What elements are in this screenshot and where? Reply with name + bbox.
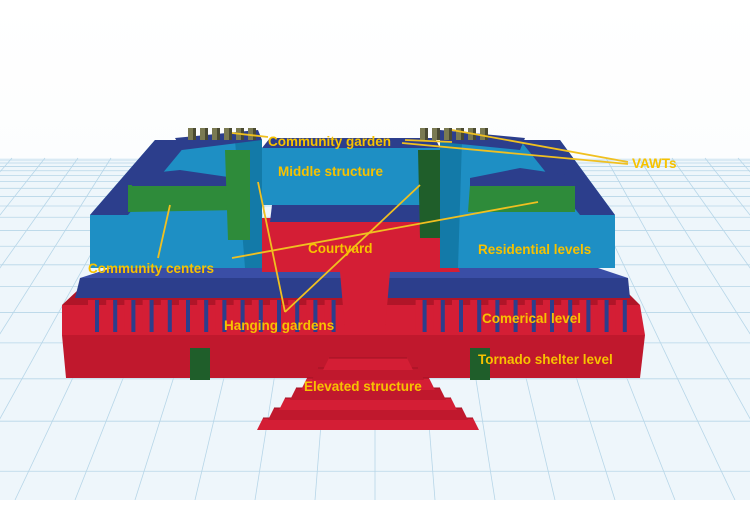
label-courtyard: Courtyard [308, 241, 373, 256]
leader-hanging-garden-right [284, 184, 421, 313]
label-elevated-structure: Elevated structure [304, 379, 422, 394]
left-community-center [128, 185, 240, 212]
label-comerical-level: Comerical level [482, 311, 581, 326]
label-community-centers: Community centers [88, 261, 214, 276]
diagram-labels: Community garden VAWTs Middle structure … [88, 134, 677, 394]
leader-lines [157, 129, 629, 313]
label-middle-structure: Middle structure [278, 164, 384, 179]
right-hanging-garden [418, 150, 440, 238]
label-hanging-gardens: Hanging gardens [224, 318, 334, 333]
leader-vawt-upper [451, 129, 629, 163]
courtyard-floor [262, 218, 460, 272]
shelter-door-left [190, 348, 210, 380]
leader-community-garden-left [231, 132, 269, 138]
leader-community-garden-right [404, 139, 453, 143]
left-residential-wing [90, 130, 262, 268]
middle-structure [262, 138, 440, 222]
leader-community-center-right [231, 201, 539, 259]
leader-hanging-garden-left [257, 181, 286, 313]
right-community-center [468, 185, 575, 212]
courtyard-ramp [340, 272, 390, 330]
leader-vawt-lower [401, 142, 629, 165]
elevated-structure [257, 357, 479, 430]
label-community-garden: Community garden [268, 134, 391, 149]
label-vawts: VAWTs [632, 156, 677, 171]
leader-community-center-left [157, 204, 171, 259]
label-tornado-shelter-level: Tornado shelter level [478, 352, 613, 367]
shelter-door-right [470, 348, 490, 380]
left-hanging-garden [225, 150, 250, 240]
comerical-pillars [88, 300, 627, 332]
label-residential-levels: Residential levels [478, 242, 591, 257]
